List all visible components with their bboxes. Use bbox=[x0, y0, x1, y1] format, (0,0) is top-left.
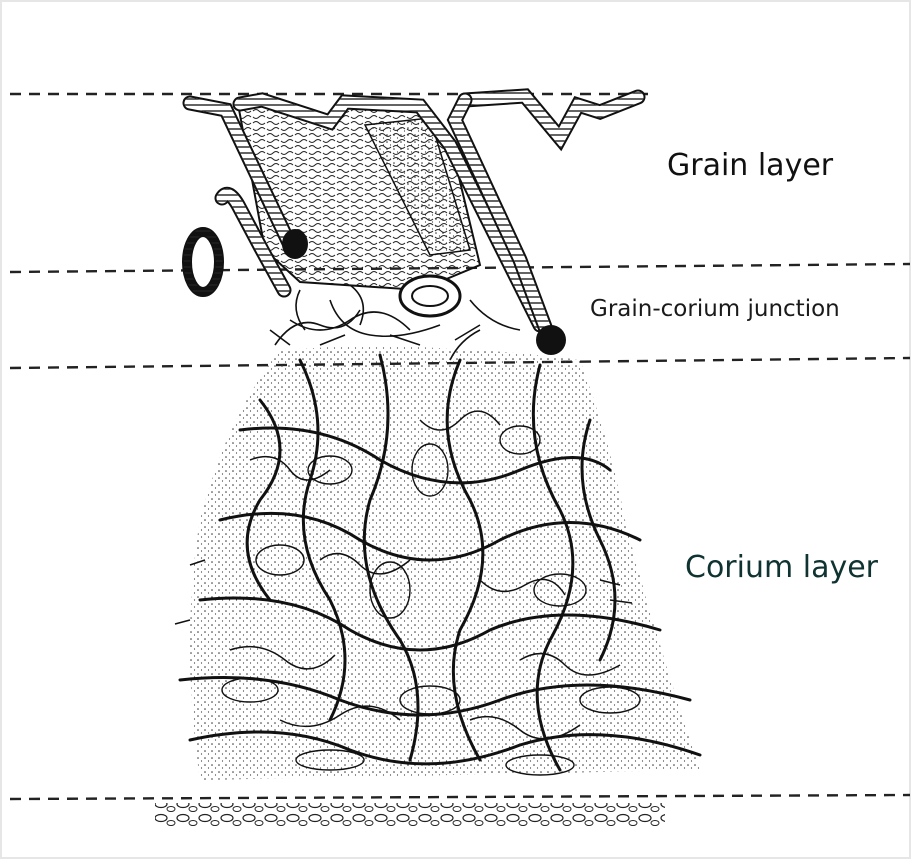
subcutaneous-strip bbox=[155, 803, 665, 827]
vessel-cross-section bbox=[400, 276, 460, 316]
grain-layer-label: Grain layer bbox=[667, 148, 833, 183]
grain-corium-junction-label: Grain-corium junction bbox=[590, 296, 840, 322]
hair-bulb bbox=[536, 325, 566, 355]
corium-bottom-boundary bbox=[10, 795, 910, 799]
hair-bulb bbox=[282, 229, 308, 259]
corium-fiber-network bbox=[175, 347, 700, 780]
corium-layer-label: Corium layer bbox=[685, 550, 878, 585]
